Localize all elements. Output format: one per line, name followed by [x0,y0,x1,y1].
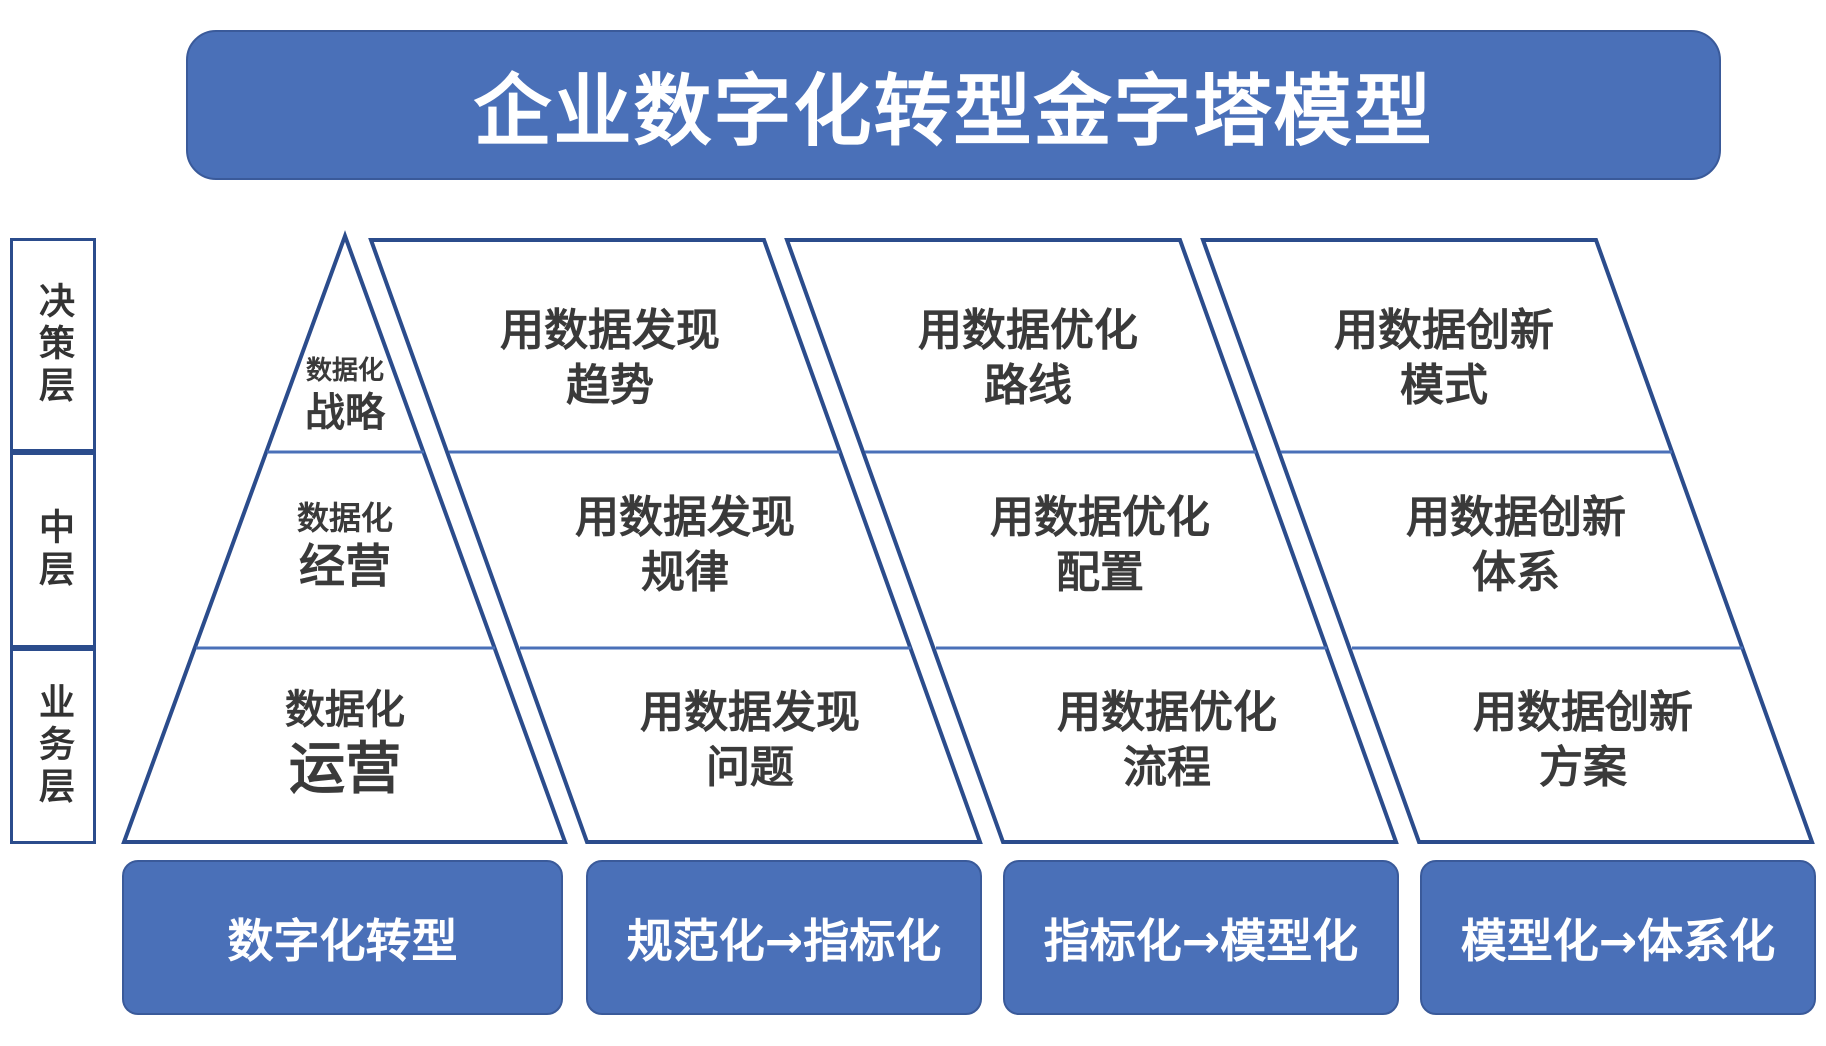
level-box-decision: 决策层 [10,238,96,452]
cell-line-1: 用数据创新 [1406,492,1626,543]
bottom-label-model-to-system: 模型化→体系化 [1460,913,1776,968]
pyramid-label-running-large: 运营 [289,737,401,802]
bottom-box-indicator-to-model: 指标化→模型化 [1003,860,1399,1015]
column-3-cell-top: 用数据创新 模式 [1304,303,1584,413]
column-3-cell-middle: 用数据创新 体系 [1376,490,1656,600]
pyramid-label-operation-small: 数据化 [296,499,393,537]
cell-line-2: 趋势 [566,360,654,411]
level-label-middle: 中层 [33,508,74,592]
bottom-label-transformation: 数字化转型 [227,913,458,968]
pyramid-label-strategy-small: 数据化 [305,356,384,386]
cell-line-2: 配置 [1056,547,1144,598]
cell-line-2: 模式 [1400,360,1488,411]
bottom-label-standardize-to-indicator: 规范化→指标化 [626,913,942,968]
cell-line-1: 用数据优化 [1057,687,1277,738]
column-1-cell-bottom: 用数据发现 问题 [610,685,890,795]
cell-line-2: 路线 [984,360,1072,411]
pyramid-label-running-small: 数据化 [285,687,405,733]
pyramid-triangle [121,230,568,844]
cell-line-2: 体系 [1472,547,1560,598]
level-box-middle: 中层 [10,452,96,648]
column-2-shape [784,238,1399,844]
bottom-label-indicator-to-model: 指标化→模型化 [1043,913,1359,968]
cell-line-2: 规律 [641,547,729,598]
cell-line-1: 用数据优化 [990,492,1210,543]
bottom-box-transformation: 数字化转型 [122,860,563,1015]
pyramid-label-strategy: 数据化 战略 [285,355,405,438]
pyramid-label-operation: 数据化 经营 [270,498,420,596]
column-2-cell-bottom: 用数据优化 流程 [1027,685,1307,795]
cell-line-2: 流程 [1123,742,1211,793]
level-label-decision: 决策层 [33,282,74,408]
column-3-cell-bottom: 用数据创新 方案 [1443,685,1723,795]
pyramid-label-running: 数据化 运营 [245,685,445,805]
column-1-shape [368,238,983,844]
cell-line-1: 用数据创新 [1473,687,1693,738]
column-2-cell-top: 用数据优化 路线 [888,303,1168,413]
cell-line-2: 方案 [1539,742,1627,793]
bottom-box-model-to-system: 模型化→体系化 [1420,860,1816,1015]
cell-line-1: 用数据发现 [640,687,860,738]
column-1-cell-middle: 用数据发现 规律 [545,490,825,600]
column-2-cell-middle: 用数据优化 配置 [960,490,1240,600]
column-1-cell-top: 用数据发现 趋势 [470,303,750,413]
pyramid-label-operation-large: 经营 [299,539,391,593]
diagram-title: 企业数字化转型金字塔模型 [473,67,1434,157]
bottom-box-standardize-to-indicator: 规范化→指标化 [586,860,982,1015]
cell-line-1: 用数据发现 [575,492,795,543]
level-box-business: 业务层 [10,648,96,844]
pyramid-label-strategy-large: 战略 [305,389,385,436]
title-banner: 企业数字化转型金字塔模型 [186,30,1721,180]
cell-line-1: 用数据创新 [1334,305,1554,356]
cell-line-1: 用数据发现 [500,305,720,356]
level-label-business: 业务层 [33,683,74,809]
cell-line-1: 用数据优化 [918,305,1138,356]
column-3-shape [1200,238,1815,844]
cell-line-2: 问题 [706,742,794,793]
